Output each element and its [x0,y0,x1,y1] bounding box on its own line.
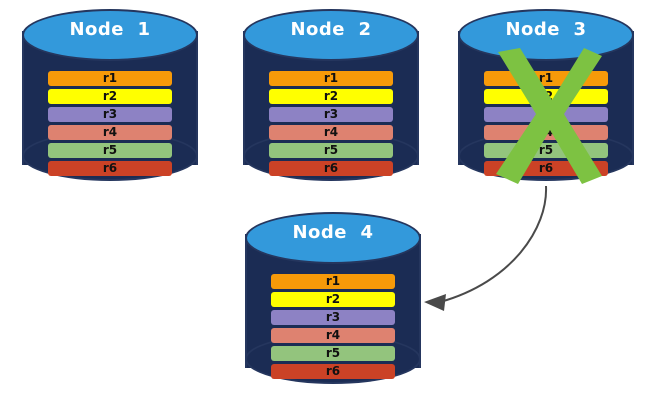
data-row-r3: r3 [269,107,393,122]
cylinder-top-ellipse [245,212,421,264]
database-node-node-1[interactable]: Node 1 r1 r2 r3 r4 r5 r6 [22,9,198,187]
data-row-r5: r5 [269,143,393,158]
node-title: Node 4 [292,222,374,243]
data-row-r1: r1 [271,274,395,289]
data-row-r3: r3 [484,107,608,122]
row-list: r1 r2 r3 r4 r5 r6 [271,274,395,379]
data-row-r1: r1 [269,71,393,86]
row-list: r1 r2 r3 r4 r5 r6 [269,71,393,176]
data-row-r1: r1 [484,71,608,86]
node-title: Node 2 [290,19,372,40]
data-row-r6: r6 [269,161,393,176]
data-row-r2: r2 [48,89,172,104]
node-title: Node 1 [69,19,151,40]
row-list: r1 r2 r3 r4 r5 r6 [48,71,172,176]
cylinder-top-ellipse [22,9,198,61]
node-title: Node 3 [505,19,587,40]
data-row-r3: r3 [48,107,172,122]
cylinder-top-ellipse [243,9,419,61]
data-row-r5: r5 [48,143,172,158]
database-node-node-2[interactable]: Node 2 r1 r2 r3 r4 r5 r6 [243,9,419,187]
data-row-r4: r4 [484,125,608,140]
data-row-r2: r2 [269,89,393,104]
database-node-node-3[interactable]: Node 3 r1 r2 r3 r4 r5 r6 [458,9,634,187]
row-list: r1 r2 r3 r4 r5 r6 [484,71,608,176]
data-row-r6: r6 [271,364,395,379]
data-row-r5: r5 [271,346,395,361]
arrowhead-icon [424,294,446,311]
data-row-r2: r2 [484,89,608,104]
data-row-r6: r6 [484,161,608,176]
data-row-r3: r3 [271,310,395,325]
database-node-node-4[interactable]: Node 4 r1 r2 r3 r4 r5 r6 [245,212,421,390]
data-row-r4: r4 [269,125,393,140]
data-row-r2: r2 [271,292,395,307]
data-row-r4: r4 [271,328,395,343]
data-row-r1: r1 [48,71,172,86]
data-row-r6: r6 [48,161,172,176]
data-row-r4: r4 [48,125,172,140]
data-row-r5: r5 [484,143,608,158]
